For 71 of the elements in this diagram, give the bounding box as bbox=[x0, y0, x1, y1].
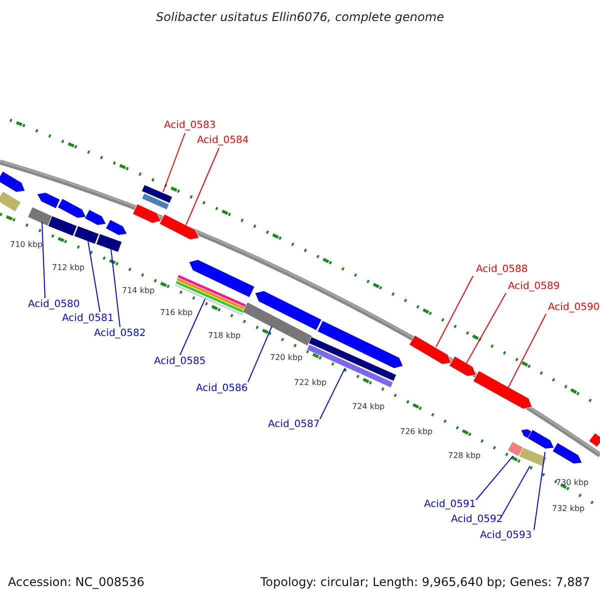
gene-block bbox=[84, 209, 106, 226]
scale-label: 710 kbp bbox=[10, 240, 43, 250]
gene-block bbox=[132, 204, 162, 224]
gene-block bbox=[0, 191, 22, 212]
gene-block bbox=[242, 302, 313, 346]
footer-text: Accession: NC_008536 bbox=[8, 575, 144, 589]
leader-line bbox=[476, 456, 514, 500]
gene-label: Acid_0583 bbox=[164, 120, 216, 132]
gene-block bbox=[74, 226, 100, 244]
gene-label: Acid_0582 bbox=[94, 328, 146, 340]
leader-line bbox=[186, 148, 220, 226]
gene-label: Acid_0581 bbox=[62, 313, 114, 325]
leader-line bbox=[320, 368, 346, 420]
gene-block bbox=[57, 198, 86, 218]
leader-line bbox=[534, 452, 546, 530]
gene-label: Acid_0585 bbox=[154, 356, 206, 368]
gene-block bbox=[472, 370, 532, 410]
gene-block bbox=[96, 234, 122, 252]
gene-block bbox=[448, 356, 476, 376]
leader-line bbox=[42, 222, 46, 298]
leader-line bbox=[180, 298, 206, 356]
scale-label: 720 kbp bbox=[270, 353, 303, 363]
scale-label: 724 kbp bbox=[352, 402, 385, 412]
leader-line bbox=[162, 132, 186, 192]
gene-label: Acid_0580 bbox=[28, 299, 80, 311]
gene-label: Acid_0584 bbox=[197, 135, 249, 147]
gene-label: Acid_0588 bbox=[476, 264, 528, 276]
leader-line bbox=[110, 248, 120, 328]
gene-block bbox=[520, 428, 532, 439]
scale-label: 722 kbp bbox=[294, 378, 327, 388]
scale-label: 712 kbp bbox=[52, 263, 85, 273]
leader-line bbox=[88, 240, 100, 312]
scale-label: 726 kbp bbox=[400, 427, 433, 437]
leader-line bbox=[436, 276, 474, 348]
scale-label: 730 kbp bbox=[556, 478, 589, 488]
gene-label: Acid_0586 bbox=[196, 383, 248, 395]
gene-block bbox=[174, 274, 247, 316]
gene-block bbox=[105, 219, 128, 236]
gene-block bbox=[142, 193, 170, 210]
gene-label: Acid_0589 bbox=[508, 281, 560, 293]
footer-text: Topology: circular; Length: 9,965,640 bp; Genes: 7,887 bbox=[260, 575, 590, 589]
gene-block bbox=[254, 290, 322, 331]
gene-label: Acid_0593 bbox=[480, 530, 532, 542]
gene-block bbox=[141, 184, 173, 204]
scale-label: 718 kbp bbox=[208, 331, 241, 341]
gene-block bbox=[159, 214, 200, 240]
gene-block bbox=[48, 216, 78, 236]
gene-block bbox=[188, 259, 255, 298]
scale-label: 728 kbp bbox=[448, 451, 481, 461]
gene-block bbox=[36, 192, 60, 209]
leader-line bbox=[248, 326, 272, 382]
gene-label: Acid_0592 bbox=[451, 514, 503, 526]
gene-block bbox=[27, 206, 53, 226]
leader-line bbox=[466, 292, 506, 364]
gene-block bbox=[317, 320, 404, 369]
title: Solibacter usitatus Ellin6076, complete genome bbox=[155, 10, 445, 24]
gene-label: Acid_0590 bbox=[548, 302, 600, 314]
gene-block bbox=[588, 432, 600, 448]
gene-label: Acid_0587 bbox=[268, 419, 320, 431]
gene-block bbox=[0, 171, 26, 192]
gene-block bbox=[518, 447, 548, 467]
scale-label: 716 kbp bbox=[160, 308, 193, 318]
gene-block bbox=[552, 442, 582, 464]
scale-label: 714 kbp bbox=[122, 286, 155, 296]
leader-line bbox=[508, 314, 546, 388]
gene-block bbox=[408, 335, 452, 364]
gene-label: Acid_0591 bbox=[424, 499, 476, 511]
gene-block bbox=[507, 441, 524, 457]
gene-block bbox=[306, 344, 394, 388]
gene-block bbox=[527, 429, 554, 450]
scale-label: 732 kbp bbox=[552, 504, 585, 514]
